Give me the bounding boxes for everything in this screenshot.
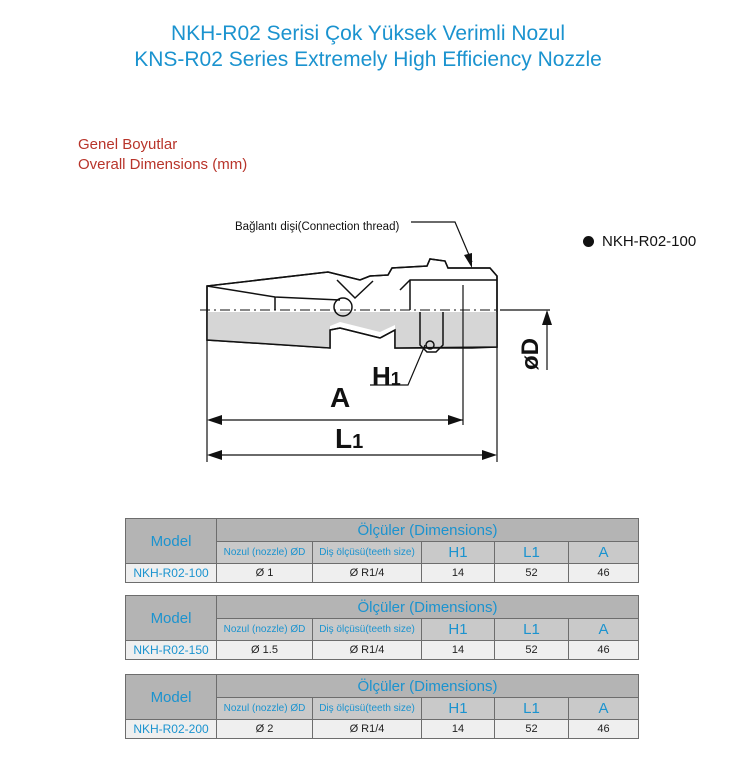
l1-header: L1 <box>494 541 569 564</box>
nozzle-cell: Ø 1.5 <box>216 640 313 660</box>
thread-label: Bağlantı dişi(Connection thread) <box>235 221 399 233</box>
diameter-label: øD <box>517 338 544 370</box>
h1-cell: 14 <box>421 719 495 739</box>
dimensions-header: Ölçüler (Dimensions) <box>215 674 640 698</box>
h1-header: H1 <box>421 618 495 641</box>
h1-header: H1 <box>421 697 495 720</box>
teeth-cell: Ø R1/4 <box>312 719 422 739</box>
nozzle-cell: Ø 1 <box>216 563 313 583</box>
teeth-header: Diş ölçüsü(teeth size) <box>312 618 422 641</box>
l1-header: L1 <box>494 697 569 720</box>
a-cell: 46 <box>567 563 640 583</box>
teeth-cell: Ø R1/4 <box>312 640 422 660</box>
nozzle-cell: Ø 2 <box>216 719 313 739</box>
a-header: A <box>567 541 640 564</box>
legend: NKH-R02-100 <box>583 233 696 250</box>
nozzle-header: Nozul (nozzle) ØD <box>216 618 313 641</box>
title-turkish: NKH-R02 Serisi Çok Yüksek Verimli Nozul <box>170 22 566 45</box>
nozzle-drawing: Bağlantı dişi(Connection thread) H1 A L1… <box>200 221 552 462</box>
bullet-icon <box>583 236 594 247</box>
teeth-cell: Ø R1/4 <box>312 563 422 583</box>
model-header: Model <box>125 518 217 564</box>
a-cell: 46 <box>567 640 640 660</box>
section-title-english: Overall Dimensions (mm) <box>78 156 248 173</box>
model-cell: NKH-R02-100 <box>125 563 217 583</box>
dimensions-header: Ölçüler (Dimensions) <box>215 518 640 542</box>
nozzle-header: Nozul (nozzle) ØD <box>216 697 313 720</box>
legend-label: NKH-R02-100 <box>602 233 697 250</box>
l1-cell: 52 <box>494 719 569 739</box>
model-cell: NKH-R02-150 <box>125 640 217 660</box>
l1-cell: 52 <box>494 640 569 660</box>
h1-cell: 14 <box>421 563 495 583</box>
h1-cell: 14 <box>421 640 495 660</box>
model-cell: NKH-R02-200 <box>125 719 217 739</box>
l1-header: L1 <box>494 618 569 641</box>
a-header: A <box>567 697 640 720</box>
section-title-turkish: Genel Boyutlar <box>78 136 178 153</box>
teeth-header: Diş ölçüsü(teeth size) <box>312 541 422 564</box>
h1-header: H1 <box>421 541 495 564</box>
l1-cell: 52 <box>494 563 569 583</box>
teeth-header: Diş ölçüsü(teeth size) <box>312 697 422 720</box>
model-header: Model <box>125 595 217 641</box>
a-cell: 46 <box>567 719 640 739</box>
dimensions-header: Ölçüler (Dimensions) <box>215 595 640 619</box>
a-header: A <box>567 618 640 641</box>
a-label: A <box>330 382 350 413</box>
h1-label: H1 <box>372 361 401 391</box>
model-header: Model <box>125 674 217 720</box>
l1-label: L1 <box>335 423 363 454</box>
nozzle-header: Nozul (nozzle) ØD <box>216 541 313 564</box>
title-english: KNS-R02 Series Extremely High Efficiency… <box>134 48 602 71</box>
